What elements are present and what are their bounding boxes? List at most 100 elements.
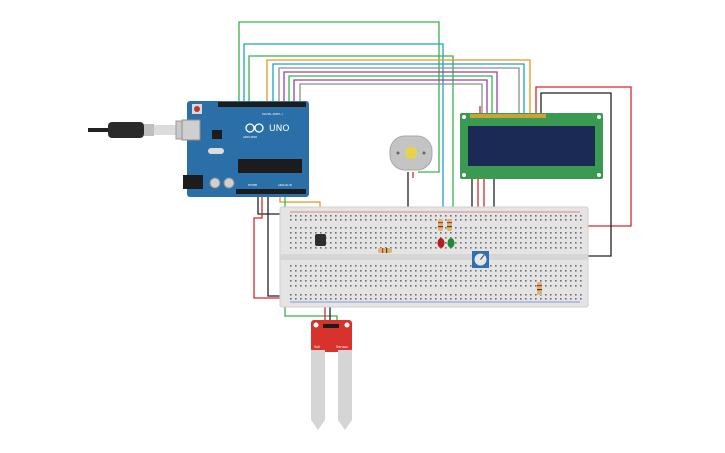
- green-led[interactable]: [447, 238, 455, 248]
- breadboard-hole: [340, 232, 342, 234]
- breadboard-hole: [430, 237, 432, 239]
- breadboard-hole: [530, 275, 532, 277]
- breadboard-hole: [365, 265, 367, 267]
- breadboard-hole: [315, 270, 317, 272]
- motor-screw: [422, 151, 426, 155]
- breadboard-hole: [525, 270, 527, 272]
- breadboard-hole: [360, 247, 362, 249]
- breadboard-hole: [405, 247, 407, 249]
- breadboard-hole: [365, 242, 367, 244]
- wire-gray-lcd[interactable]: [278, 67, 520, 115]
- breadboard-hole: [305, 298, 307, 300]
- breadboard-hole: [410, 265, 412, 267]
- dc-motor[interactable]: [389, 135, 433, 171]
- breadboard-hole: [335, 275, 337, 277]
- breadboard-hole: [465, 242, 467, 244]
- red-led[interactable]: [437, 238, 445, 248]
- usb-cable[interactable]: [88, 120, 191, 140]
- breadboard-hole: [380, 247, 382, 249]
- breadboard-hole: [345, 242, 347, 244]
- breadboard-hole: [520, 237, 522, 239]
- breadboard-hole: [550, 298, 552, 300]
- breadboard-hole: [470, 227, 472, 229]
- breadboard-hole: [355, 242, 357, 244]
- breadboard-hole: [410, 285, 412, 287]
- breadboard-hole: [405, 298, 407, 300]
- breadboard-hole: [515, 280, 517, 282]
- breadboard-hole: [560, 242, 562, 244]
- breadboard-hole: [430, 294, 432, 296]
- resistor-right[interactable]: [537, 282, 542, 295]
- breadboard-hole: [375, 285, 377, 287]
- breadboard-hole: [565, 219, 567, 221]
- breadboard-hole: [490, 219, 492, 221]
- breadboard-hole: [570, 270, 572, 272]
- breadboard-hole: [505, 285, 507, 287]
- breadboard-hole: [335, 280, 337, 282]
- breadboard-hole: [520, 247, 522, 249]
- wire-green-led2[interactable]: [248, 55, 454, 220]
- breadboard-hole: [345, 265, 347, 267]
- breadboard-hole: [290, 270, 292, 272]
- breadboard-hole: [350, 232, 352, 234]
- breadboard-hole: [465, 285, 467, 287]
- soil-moisture-sensor[interactable]: Soil Sensor: [311, 320, 352, 430]
- breadboard-hole: [455, 275, 457, 277]
- wire-purple-lcd2[interactable]: [293, 79, 488, 115]
- breadboard-hole: [470, 242, 472, 244]
- breadboard-hole: [480, 232, 482, 234]
- breadboard-hole: [505, 275, 507, 277]
- breadboard-hole: [460, 237, 462, 239]
- potentiometer[interactable]: [472, 251, 489, 268]
- breadboard-hole: [520, 242, 522, 244]
- wire-teal-led[interactable]: [243, 43, 444, 220]
- breadboard-hole: [520, 227, 522, 229]
- breadboard-hole: [450, 275, 452, 277]
- resistor-horizontal[interactable]: [378, 248, 392, 253]
- breadboard-hole: [485, 294, 487, 296]
- wire-gray-lcd2[interactable]: [299, 83, 483, 115]
- breadboard-hole: [475, 294, 477, 296]
- breadboard[interactable]: [279, 206, 589, 308]
- resistor-led-1[interactable]: [438, 219, 443, 231]
- breadboard-hole: [515, 265, 517, 267]
- breadboard-hole: [300, 275, 302, 277]
- wire-teal-lcd[interactable]: [272, 63, 525, 115]
- breadboard-hole: [405, 265, 407, 267]
- breadboard-hole: [460, 219, 462, 221]
- breadboard-hole: [415, 232, 417, 234]
- breadboard-hole: [455, 237, 457, 239]
- breadboard-hole: [390, 294, 392, 296]
- breadboard-hole: [395, 298, 397, 300]
- breadboard-hole: [495, 247, 497, 249]
- breadboard-hole: [300, 215, 302, 217]
- breadboard-hole: [345, 227, 347, 229]
- breadboard-hole: [435, 275, 437, 277]
- breadboard-hole: [500, 232, 502, 234]
- breadboard-hole: [320, 298, 322, 300]
- breadboard-hole: [370, 247, 372, 249]
- resistor-led-2[interactable]: [447, 219, 452, 231]
- breadboard-hole: [510, 227, 512, 229]
- wire-green-led[interactable]: [238, 21, 440, 173]
- breadboard-hole: [580, 265, 582, 267]
- breadboard-hole: [370, 219, 372, 221]
- breadboard-hole: [350, 265, 352, 267]
- breadboard-hole: [485, 232, 487, 234]
- arduino-uno-board[interactable]: UNO ARDUINO DIGITAL (PWM~) POWER ANALOG …: [181, 101, 309, 197]
- breadboard-hole: [495, 237, 497, 239]
- breadboard-hole: [385, 294, 387, 296]
- breadboard-hole: [470, 247, 472, 249]
- capacitor: [209, 177, 221, 189]
- breadboard-hole: [370, 294, 372, 296]
- wire-green-lcd[interactable]: [288, 75, 493, 115]
- breadboard-hole: [385, 215, 387, 217]
- wire-red-5v-rail[interactable]: [253, 196, 300, 299]
- wire-purple-lcd1[interactable]: [283, 71, 498, 115]
- wire-orange-lcd[interactable]: [266, 59, 531, 115]
- breadboard-hole: [440, 285, 442, 287]
- lcd-16x2[interactable]: [460, 113, 603, 179]
- temperature-sensor[interactable]: [315, 234, 326, 246]
- breadboard-hole: [395, 215, 397, 217]
- breadboard-hole: [385, 247, 387, 249]
